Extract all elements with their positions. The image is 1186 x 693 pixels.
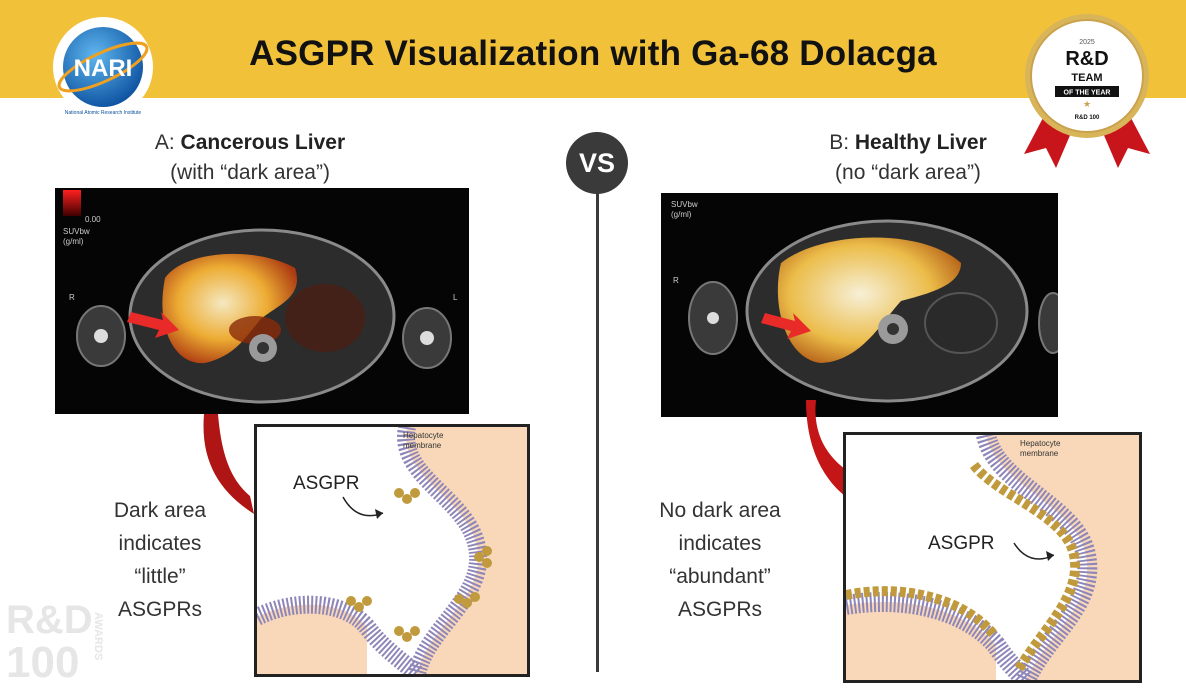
logo-ring-text: National Atomic Research Institute	[65, 110, 142, 116]
page-title: ASGPR Visualization with Ga-68 Dolacga	[249, 34, 937, 73]
divider-line	[596, 192, 599, 672]
inset-b-label: ASGPR	[928, 533, 995, 554]
badge-footer: R&D 100	[1075, 115, 1100, 121]
scan-a: 0.00 SUVbw (g/ml) R L	[55, 188, 469, 414]
caption-a-line: indicates	[118, 532, 202, 555]
caption-b-line: indicates	[678, 532, 762, 555]
scan-b-side-left: R	[673, 276, 679, 285]
caption-b-line: No dark area	[659, 499, 781, 522]
inset-b-membrane-2: membrane	[1020, 449, 1059, 458]
caption-b-line: ASGPRs	[677, 598, 763, 621]
scan-b-unit-2: (g/ml)	[671, 210, 692, 219]
scan-a-unit-1: SUVbw	[63, 227, 90, 236]
rd100-watermark: R&D 100	[6, 600, 93, 686]
inset-a-membrane-1: Hepatocyte	[403, 431, 444, 440]
caption-a-line: Dark area	[113, 499, 207, 522]
panel-b-title: Healthy Liver	[854, 131, 987, 154]
badge-year: 2025	[1079, 39, 1095, 46]
watermark-line1: R&D	[6, 598, 93, 642]
logo-text: NARI	[74, 55, 133, 82]
inset-b: Hepatocyte membrane ASGPR	[843, 432, 1142, 683]
header-banner	[0, 0, 1186, 98]
scan-b: SUVbw (g/ml) R	[661, 193, 1058, 417]
nari-logo: NARI National Atomic Research Institute	[53, 17, 153, 117]
caption-a-line: “little”	[134, 565, 186, 588]
panel-a-prefix: A:	[154, 131, 181, 154]
badge-line2: OF THE YEAR	[1064, 90, 1111, 97]
caption-b-line: “abundant”	[669, 565, 771, 588]
scan-a-side-right: L	[453, 293, 458, 302]
scan-a-unit-2: (g/ml)	[63, 237, 84, 246]
inset-a-membrane-2: membrane	[403, 441, 442, 450]
caption-b: No dark area indicates “abundant” ASGPRs	[630, 494, 810, 626]
watermark-line2: 100	[6, 638, 80, 687]
panel-a-title: Cancerous Liver	[180, 131, 346, 154]
scan-b-unit-1: SUVbw	[671, 200, 698, 209]
connector-arrow-a	[203, 414, 254, 514]
panel-a-heading: A: Cancerous Liver (with “dark area”)	[100, 128, 400, 188]
panel-b-prefix: B:	[829, 131, 855, 154]
scan-a-scale-value: 0.00	[85, 215, 101, 224]
badge-brand: R&D	[1065, 48, 1108, 70]
panel-b-subtitle: (no “dark area”)	[835, 161, 981, 184]
inset-a: Hepatocyte membrane ASGPR	[254, 424, 530, 677]
star-icon: ★	[1083, 99, 1091, 109]
inset-b-membrane-1: Hepatocyte	[1020, 439, 1061, 448]
watermark-side: AWARDS	[92, 612, 104, 661]
panel-a-subtitle: (with “dark area”)	[170, 161, 330, 184]
inset-a-label: ASGPR	[293, 473, 360, 494]
panel-b-heading: B: Healthy Liver (no “dark area”)	[758, 128, 1058, 188]
caption-a: Dark area indicates “little” ASGPRs	[80, 494, 240, 626]
scan-a-side-left: R	[69, 293, 75, 302]
caption-a-line: ASGPRs	[117, 598, 203, 621]
award-badge: 2025 R&D TEAM OF THE YEAR ★ R&D 100	[1024, 14, 1150, 168]
vs-circle: VS	[566, 132, 628, 194]
badge-line1: TEAM	[1071, 72, 1102, 84]
